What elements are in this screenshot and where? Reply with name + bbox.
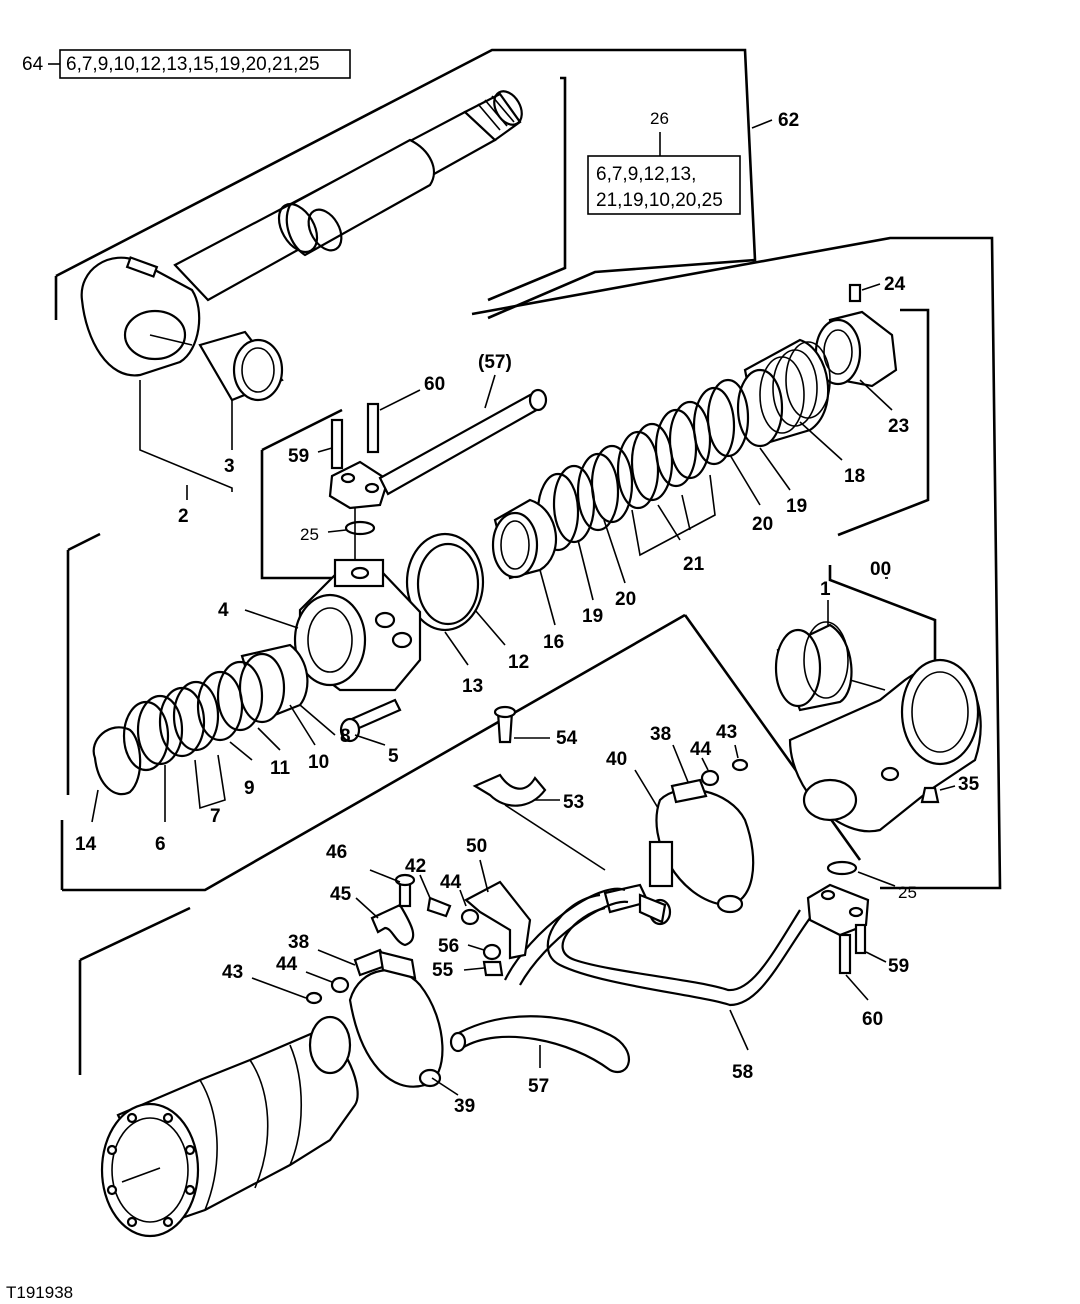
callout-57-lower: 57: [528, 1076, 549, 1097]
head-seals: 12 13: [405, 532, 529, 697]
kit-26-line-1: 6,7,9,12,13,: [596, 164, 696, 185]
callout-21: 21: [683, 554, 705, 575]
callout-20-lower: 20: [615, 589, 636, 610]
cylinder-tube-head: [788, 658, 982, 833]
callout-44-upper: 44: [690, 739, 712, 760]
callout-6: 6: [155, 834, 166, 855]
callout-7: 7: [210, 806, 221, 827]
pipe-bracket-54-53: 54 53: [472, 705, 606, 871]
cylinder-tube: [100, 1015, 359, 1238]
clamp-upper: 40 38 44 43: [606, 722, 755, 914]
rod-bushing: 3: [198, 330, 284, 477]
kit-64-label: 64 6,7,9,10,12,13,15,19,20,21,25: [22, 49, 351, 79]
kit-26-number: 26: [650, 109, 669, 128]
figure-id: T191938: [6, 1283, 73, 1302]
callout-53: 53: [563, 792, 584, 813]
callout-3: 3: [224, 456, 235, 477]
callout-24: 24: [884, 274, 906, 295]
callout-56: 56: [438, 936, 459, 957]
kit-26-label: 26 6,7,9,12,13, 21,19,10,20,25: [587, 109, 741, 215]
callout-2-bracket: 2: [139, 380, 233, 527]
piston-group-frame: [260, 236, 1002, 890]
grease-fitting: 35: [920, 774, 980, 804]
bracket-50: 50 44 42 56 55: [405, 836, 532, 981]
callout-58: 58: [732, 1062, 753, 1083]
callout-38-lower: 38: [288, 932, 309, 953]
callout-1: 1: [820, 579, 831, 600]
wear-ring: 16: [491, 498, 564, 653]
kit-26-box: [587, 155, 741, 215]
callout-2: 2: [178, 506, 189, 527]
kit-26-line-2: 21,19,10,20,25: [596, 190, 723, 211]
callout-44-lower: 44: [276, 954, 298, 975]
piston-nut: 23: [814, 310, 909, 437]
callout-10: 10: [308, 752, 329, 773]
o-ring-upper: 25: [300, 520, 376, 544]
callout-9: 9: [244, 778, 255, 799]
group-00-label: 00: [870, 559, 891, 580]
callout-50: 50: [466, 836, 487, 857]
hose-58: 58: [546, 883, 811, 1083]
clamp-45-46: 46 45: [326, 842, 416, 947]
piston-rod: [80, 90, 523, 377]
kit-64-contents: 6,7,9,10,12,13,15,19,20,21,25: [66, 54, 320, 75]
port-flange-upper: (57): [328, 352, 548, 510]
callout-39: 39: [454, 1096, 475, 1117]
callout-57-hose-upper: (57): [478, 352, 512, 373]
rod-seals: 8 10 11 9 7 6 14: [75, 643, 351, 855]
callout-54: 54: [556, 728, 578, 749]
callout-14: 14: [75, 834, 97, 855]
piston: 18: [736, 338, 865, 487]
callout-35: 35: [958, 774, 980, 795]
callout-42: 42: [405, 856, 426, 877]
callout-25-lower: 25: [898, 883, 917, 902]
callout-55: 55: [432, 960, 454, 981]
callout-16: 16: [543, 632, 564, 653]
cylinder-head: 4: [218, 500, 422, 692]
callout-5: 5: [388, 746, 399, 767]
callout-59-upper: 59: [288, 446, 309, 467]
callout-44-middle: 44: [440, 872, 462, 893]
callout-18: 18: [844, 466, 865, 487]
head-bolt: 5: [339, 698, 402, 767]
callout-45: 45: [330, 884, 352, 905]
kit-64-number: 64: [22, 54, 44, 75]
group-62-label: 62: [778, 110, 799, 131]
callout-12: 12: [508, 652, 529, 673]
callout-23: 23: [888, 416, 909, 437]
callout-25-upper: 25: [300, 525, 319, 544]
cylinder-group-frame: [60, 532, 862, 892]
callout-19-upper: 19: [786, 496, 807, 517]
callout-38-upper: 38: [650, 724, 671, 745]
callout-4: 4: [218, 600, 229, 621]
head-end-bushing: 1: [774, 579, 853, 712]
rod-group-frame: 62: [54, 48, 799, 320]
callout-8: 8: [340, 726, 351, 747]
hose-57: 57: [449, 887, 630, 1097]
callout-60-lower: 60: [862, 1009, 883, 1030]
callout-60-upper: 60: [424, 374, 445, 395]
flange-lower: 59 60: [806, 883, 909, 1030]
kit-64-box: [59, 49, 351, 79]
clamp-lower: 38 44 43 39: [222, 932, 475, 1117]
o-ring-lower: 25: [826, 860, 917, 902]
flange-bolts-upper: 59 60: [288, 374, 445, 470]
callout-40: 40: [606, 749, 627, 770]
callout-43-upper: 43: [716, 722, 737, 743]
callout-46: 46: [326, 842, 347, 863]
callout-59-lower: 59: [888, 956, 909, 977]
callout-11: 11: [270, 758, 291, 779]
callout-19-lower: 19: [582, 606, 603, 627]
set-screw: 24: [848, 274, 906, 303]
callout-13: 13: [462, 676, 483, 697]
callout-43-lower: 43: [222, 962, 243, 983]
callout-20-upper: 20: [752, 514, 773, 535]
tube-group-frame: [78, 906, 191, 1075]
